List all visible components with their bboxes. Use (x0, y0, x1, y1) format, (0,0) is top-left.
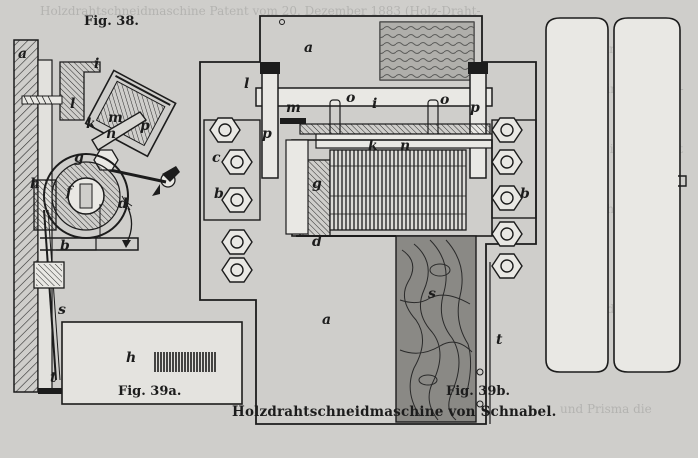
label-t-fig38: t (50, 370, 57, 386)
label-m-fig38: m (108, 110, 123, 126)
label-i-fig38: i (94, 56, 100, 72)
label-k-fig39b: k (368, 138, 378, 154)
label-b-fig39b-right: b (520, 186, 530, 202)
fig-38-drawing (13, 39, 180, 394)
label-a-fig39b-bottom: a (322, 312, 332, 328)
label-l-fig38: l (70, 96, 76, 112)
label-s-fig39b: s (428, 286, 436, 302)
label-p-fig39b-right: p (470, 100, 480, 116)
label-n-fig39b: n (400, 138, 411, 154)
label-p-fig39b-left: p (262, 126, 272, 142)
fig-39a-comb (154, 352, 216, 372)
label-b-fig38: b (60, 238, 70, 254)
wood-grain (399, 239, 473, 421)
fig-39b-label: Fig. 39b. (446, 384, 511, 399)
fig-39a-drawing (61, 321, 243, 405)
label-b-fig39b-left: b (214, 186, 224, 202)
label-c-fig39b: c (212, 150, 221, 166)
label-d-fig39b: d (312, 234, 322, 250)
label-l-fig39b: l (244, 76, 250, 92)
label-h-fig39a: h (126, 350, 137, 366)
fig-39a-label: Fig. 39a. (118, 384, 182, 399)
label-d-fig38: d (118, 196, 128, 212)
label-i-fig39b: i (372, 96, 378, 112)
right-nuts (491, 117, 523, 279)
label-s-fig38: s (58, 302, 66, 318)
knife-comb (329, 149, 467, 231)
label-a-fig39b-top: a (304, 40, 314, 56)
label-o-fig39b-left: o (346, 90, 356, 106)
left-nuts (209, 117, 253, 283)
label-g-fig38: g (74, 150, 84, 166)
side-strips-drawing (545, 17, 687, 373)
figure-caption: Holzdrahtschneidmaschine von Schnabel. (232, 404, 557, 420)
label-p-fig38: p (140, 118, 150, 134)
label-t-fig39b: t (496, 332, 503, 348)
label-o-fig39b-right: o (440, 92, 450, 108)
fig-39b-drawing (199, 15, 537, 425)
label-n-fig38: n (106, 126, 117, 142)
fig-38-label: Fig. 38. (84, 14, 139, 29)
label-h-fig38: h (30, 176, 41, 192)
label-a-fig38: a (18, 46, 28, 62)
label-g-fig39b: g (312, 176, 322, 192)
label-m-fig39b: m (286, 100, 301, 116)
label-k-fig38: k (86, 116, 96, 132)
label-f-fig38: f (66, 184, 73, 200)
